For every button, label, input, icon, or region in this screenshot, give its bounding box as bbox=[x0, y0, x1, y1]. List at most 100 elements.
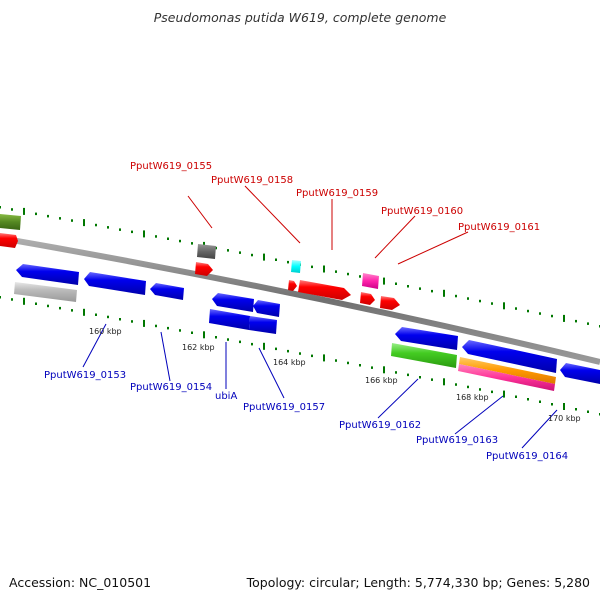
tick-mark bbox=[551, 314, 553, 318]
tick-mark bbox=[419, 287, 421, 290]
tick-mark bbox=[95, 223, 97, 227]
tick-mark bbox=[191, 331, 193, 334]
tick-mark bbox=[215, 246, 217, 250]
tick-mark bbox=[311, 354, 313, 358]
tick-mark bbox=[527, 309, 529, 313]
tick-mark bbox=[71, 219, 73, 222]
tick-mark bbox=[323, 265, 325, 273]
gene-red-0155[interactable] bbox=[195, 262, 213, 276]
tick-mark bbox=[467, 297, 469, 300]
gene-darkgrey-0155[interactable] bbox=[197, 244, 216, 259]
gene-label[interactable]: PputW619_0154 bbox=[130, 382, 212, 393]
tick-mark bbox=[407, 373, 409, 377]
gene-label[interactable]: PputW619_0157 bbox=[243, 402, 325, 413]
gene-blue-0157[interactable] bbox=[249, 316, 277, 334]
gene-blue-0154b[interactable] bbox=[150, 283, 184, 300]
tick-label: 162 kbp bbox=[182, 343, 215, 352]
tick-mark bbox=[275, 347, 277, 351]
gene-green-0162[interactable] bbox=[391, 343, 457, 368]
gene-blue-0162[interactable] bbox=[395, 327, 458, 350]
lower-tick-ring bbox=[0, 296, 600, 416]
tick-mark bbox=[503, 302, 505, 310]
gene-blue-0154[interactable] bbox=[84, 272, 146, 295]
tick-mark bbox=[395, 371, 397, 374]
tick-mark bbox=[299, 352, 301, 355]
gene-grey-0153[interactable] bbox=[14, 282, 77, 302]
tick-mark bbox=[455, 294, 457, 298]
gene-blue-0164[interactable] bbox=[560, 363, 600, 384]
gene-red-0158[interactable] bbox=[288, 280, 297, 291]
gene-orange-0163[interactable] bbox=[459, 357, 556, 384]
tick-mark bbox=[515, 307, 517, 310]
tick-mark bbox=[443, 378, 445, 386]
tick-mark bbox=[227, 249, 229, 252]
tick-mark bbox=[35, 212, 37, 216]
gene-label[interactable]: PputW619_0158 bbox=[211, 175, 293, 186]
gene-label[interactable]: PputW619_0164 bbox=[486, 451, 568, 462]
tick-mark bbox=[11, 208, 13, 211]
tick-mark bbox=[59, 306, 61, 310]
gene-label[interactable]: PputW619_0153 bbox=[44, 370, 126, 381]
tick-mark bbox=[143, 319, 145, 327]
gene-label[interactable]: PputW619_0162 bbox=[339, 420, 421, 431]
gene-label[interactable]: PputW619_0161 bbox=[458, 222, 540, 233]
tick-mark bbox=[11, 298, 13, 301]
tick-mark bbox=[491, 302, 493, 305]
tick-mark bbox=[23, 207, 25, 215]
tick-mark bbox=[515, 395, 517, 398]
tick-mark bbox=[431, 289, 433, 293]
tick-mark bbox=[455, 383, 457, 386]
tick-mark bbox=[311, 265, 313, 269]
tick-mark bbox=[395, 282, 397, 285]
tick-mark bbox=[587, 410, 589, 413]
gene-label[interactable]: PputW619_0155 bbox=[130, 161, 212, 172]
tick-mark bbox=[119, 228, 121, 231]
tick-mark bbox=[587, 322, 589, 325]
tick-mark bbox=[119, 318, 121, 321]
reverse-labels: PputW619_0153 PputW619_0154 ubiA PputW61… bbox=[44, 370, 568, 462]
tick-mark bbox=[239, 340, 241, 344]
tick-mark bbox=[347, 361, 349, 365]
tick-mark bbox=[215, 336, 217, 339]
gene-red-0160[interactable] bbox=[360, 292, 375, 305]
gene-blue-ubiA[interactable] bbox=[209, 309, 250, 330]
tick-mark bbox=[563, 403, 565, 410]
gene-olive[interactable] bbox=[0, 214, 21, 230]
tick-mark bbox=[71, 309, 73, 312]
gene-label[interactable]: PputW619_0163 bbox=[416, 435, 498, 446]
tick-mark bbox=[251, 253, 253, 257]
tick-label: 166 kbp bbox=[365, 376, 398, 385]
gene-label[interactable]: PputW619_0160 bbox=[381, 206, 463, 217]
gene-label[interactable]: PputW619_0159 bbox=[296, 188, 378, 199]
tick-mark bbox=[83, 308, 85, 316]
tick-mark bbox=[107, 315, 109, 319]
tick-mark bbox=[263, 342, 265, 350]
gene-red-left[interactable] bbox=[0, 233, 18, 248]
gene-red-0161[interactable] bbox=[380, 296, 400, 310]
tick-mark bbox=[155, 324, 157, 328]
tick-mark bbox=[275, 258, 277, 261]
gene-blue-0153a[interactable] bbox=[16, 264, 79, 285]
forward-strand-genes bbox=[0, 214, 400, 310]
tick-mark bbox=[251, 342, 253, 346]
reverse-strand-genes bbox=[14, 264, 600, 391]
tick-mark bbox=[419, 376, 421, 379]
tick-mark bbox=[143, 230, 145, 238]
gene-magenta-0160[interactable] bbox=[362, 273, 379, 289]
gene-cyan-0158[interactable] bbox=[291, 260, 301, 273]
tick-mark bbox=[407, 285, 409, 288]
gene-pink-0163[interactable] bbox=[458, 364, 555, 391]
tick-mark bbox=[239, 251, 241, 254]
tick-mark bbox=[443, 289, 445, 297]
gene-blue-ubiA-b[interactable] bbox=[253, 300, 280, 317]
gene-label[interactable]: ubiA bbox=[215, 391, 237, 402]
gene-blue-ubiA-a[interactable] bbox=[212, 293, 254, 312]
gene-red-0159[interactable] bbox=[298, 280, 351, 300]
tick-mark bbox=[287, 260, 289, 264]
tick-mark bbox=[227, 338, 229, 341]
tick-mark bbox=[563, 314, 565, 322]
gene-blue-0163[interactable] bbox=[462, 340, 557, 373]
tick-mark bbox=[263, 253, 265, 261]
accession-text: Accession: NC_010501 bbox=[9, 575, 152, 590]
